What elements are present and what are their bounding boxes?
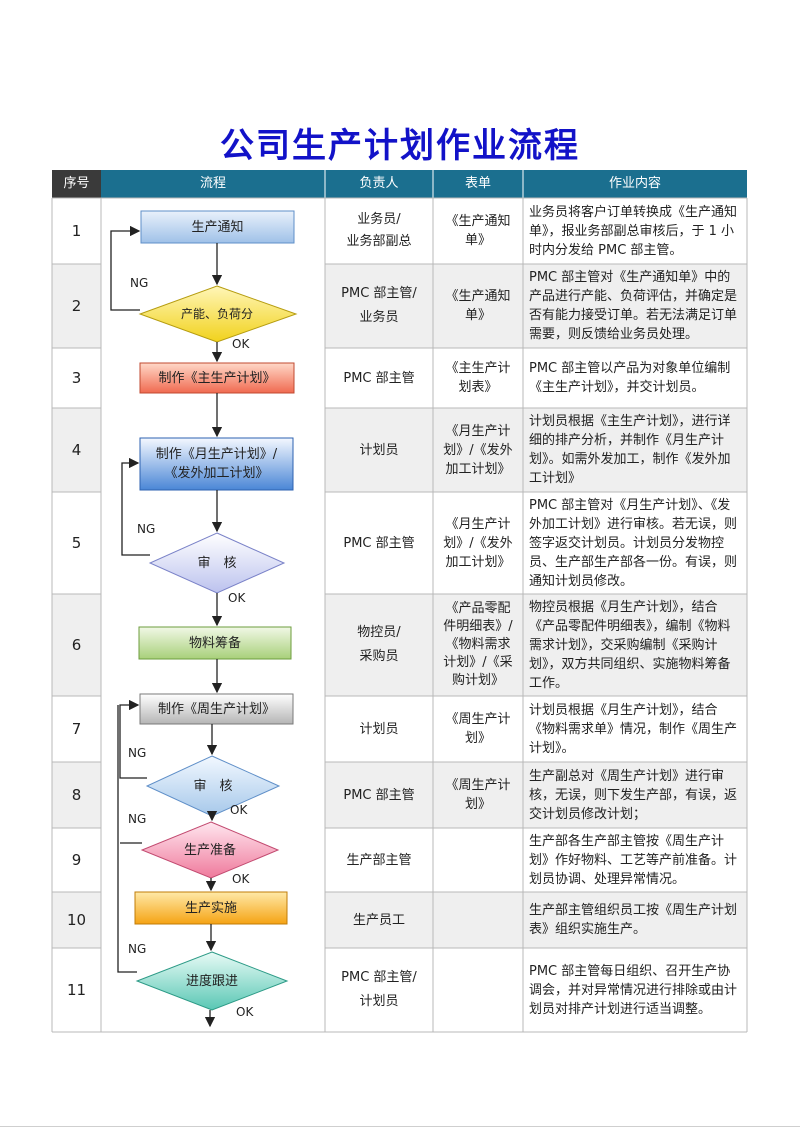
row-number: 4: [71, 440, 82, 459]
content-cell: 物控员根据《月生产计划》，结合《产品零配件明细表》，编制《物料需求计划》，交采购…: [529, 599, 731, 691]
ng-label: NG: [128, 811, 147, 826]
flow-node-review-1: 审 核: [197, 555, 237, 571]
flow-node-capacity: 产能、负荷分: [180, 306, 253, 321]
flow-node-execute: 生产实施: [184, 900, 237, 916]
flow-node-notice: 生产通知: [191, 219, 244, 235]
header-owner: 负责人: [359, 176, 399, 191]
ok-label: OK: [230, 802, 248, 817]
content-cell: 生产副总对《周生产计划》进行审核，无误，则下发生产部，有误，返交计划员修改计划；: [529, 768, 738, 822]
page-title: 公司生产计划作业流程: [220, 126, 580, 166]
owner-cell: PMC 部主管/ 业务员: [341, 286, 417, 325]
owner-cell: PMC 部主管: [343, 787, 415, 803]
flow-node-weekly-plan: 制作《周生产计划》: [157, 701, 275, 717]
header-content: 作业内容: [608, 176, 661, 191]
node-shape-1: [140, 210, 295, 244]
content-cell: 计划员根据《主生产计划》，进行详细的排产分析，并制作《月生产计划》。如需外发加工…: [529, 414, 731, 486]
row-number: 11: [66, 980, 87, 999]
header-flow: 流程: [199, 176, 226, 191]
owner-cell: PMC 部主管: [343, 535, 415, 551]
ng-label: NG: [130, 275, 149, 290]
header-form: 表单: [464, 176, 491, 191]
ok-label: OK: [236, 1004, 254, 1019]
ok-label: OK: [228, 590, 246, 605]
row-number: 9: [71, 850, 82, 869]
owner-cell: 物控员/ 采购员: [357, 625, 401, 664]
owner-cell: 计划员: [359, 721, 399, 737]
ng-label: NG: [137, 521, 156, 536]
flow-node-review-2: 审 核: [193, 778, 233, 794]
form-cell: 《月生产计 划》/《发外 加工计划》: [443, 516, 513, 570]
row-number: 10: [66, 910, 87, 929]
flow-node-monthly-plan: 制作《月生产计划》/ 《发外加工计划》: [155, 447, 278, 481]
owner-cell: PMC 部主管: [343, 370, 415, 386]
row-number: 7: [71, 719, 82, 738]
ng-label: NG: [128, 941, 147, 956]
ok-label: OK: [232, 336, 250, 351]
node-shape-11: [135, 951, 289, 1011]
header-seq: 序号: [63, 176, 90, 191]
flow-node-prep: 生产准备: [183, 842, 236, 858]
row-number: 8: [71, 785, 82, 804]
flow-node-master-plan: 制作《主生产计划》: [158, 370, 276, 386]
owner-cell: 业务员/ 业务部副总: [346, 212, 412, 249]
row-number: 6: [71, 635, 82, 654]
form-cell: 《主生产计 划表》: [445, 361, 511, 395]
owner-cell: 计划员: [359, 442, 399, 458]
row-number: 2: [71, 296, 82, 315]
form-cell: [433, 948, 523, 1032]
form-cell: 《生产通知 单》: [445, 289, 511, 323]
content-cell: PMC 部主管以产品为对象单位编制《主生产计划》，并交计划员。: [529, 361, 731, 395]
form-cell: [433, 892, 523, 948]
node-shape-10: [134, 891, 288, 925]
content-cell: PMC 部主管对《月生产计划》、《发外加工计划》进行审核。若无误，则签字返交计划…: [529, 497, 738, 589]
ok-label: OK: [232, 871, 250, 886]
owner-cell: PMC 部主管/ 计划员: [341, 970, 417, 1009]
page-bottom-rule: [0, 1126, 800, 1127]
content-cell: PMC 部主管每日组织、召开生产协调会，并对异常情况进行排除或由计划员对排产计划…: [529, 963, 738, 1017]
content-cell: 业务员将客户订单转换成《生产通知单》，报业务部副总审核后，于 1 小时内分发给 …: [529, 204, 738, 258]
node-shape-7: [139, 693, 294, 725]
content-cell: PMC 部主管对《生产通知单》中的产品进行产能、负荷评估，并确定是否有能力接受订…: [529, 270, 738, 342]
owner-cell: 生产部主管: [346, 852, 412, 868]
form-cell: 《周生产计 划》: [445, 712, 511, 746]
ng-label: NG: [128, 745, 147, 760]
flow-node-track: 进度跟进: [185, 973, 238, 989]
form-cell: 《产品零配 件明细表》/ 《物料需求 计划》/《采 购计划》: [443, 601, 513, 688]
form-cell: 《月生产计 划》/《发外 加工计划》: [443, 423, 513, 477]
form-cell: 《生产通知 单》: [445, 214, 511, 248]
content-cell: 生产部主管组织员工按《周生产计划表》组织实施生产。: [529, 903, 738, 937]
node-shape-4: [139, 437, 294, 491]
row-number: 3: [71, 368, 82, 387]
row-number: 5: [71, 533, 82, 552]
node-shape-6: [138, 626, 292, 660]
row-number: 1: [71, 221, 82, 240]
content-cell: 计划员根据《月生产计划》，结合《物料需求单》情况，制作《周生产计划》。: [529, 702, 738, 756]
node-shape-3: [139, 362, 295, 394]
form-cell: 《周生产计 划》: [445, 778, 511, 812]
form-cell: [433, 828, 523, 892]
content-cell: 生产部各生产部主管按《周生产计划》作好物料、工艺等产前准备。计划员协调、处理异常…: [529, 833, 738, 887]
flow-node-materials: 物料筹备: [188, 635, 241, 651]
owner-cell: 生产员工: [352, 912, 405, 928]
